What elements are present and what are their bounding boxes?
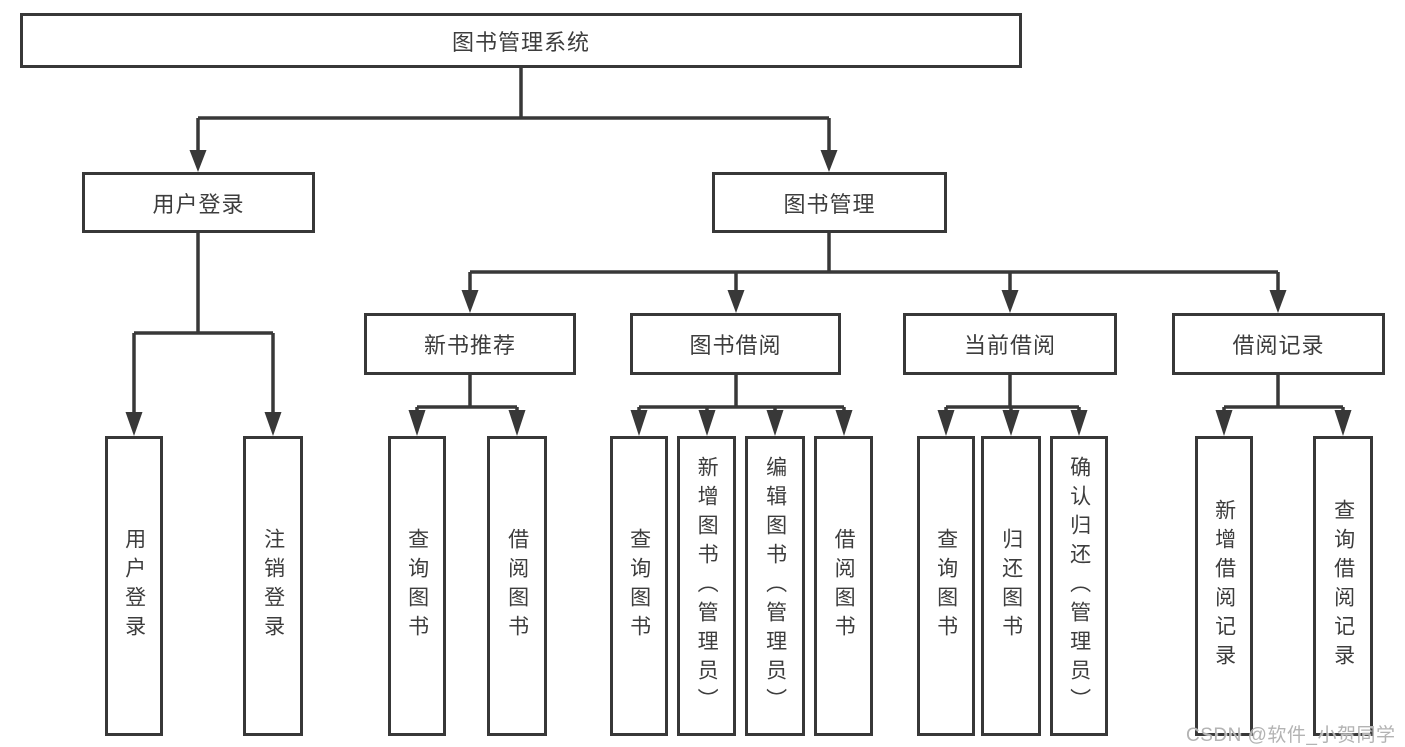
node-label: 新增借阅记录 [1212,499,1236,673]
node-label: 编辑图书（管理员） [763,455,787,717]
node-label: 归还图书 [999,528,1023,644]
node-label: 图书管理 [783,191,876,217]
watermark: CSDN @软件_小贺同学 [1186,725,1396,746]
node-label: 借阅记录 [1232,333,1325,358]
leaf-borrow-add-books-admin: 新增图书（管理员） [677,436,736,736]
node-label: 借阅图书 [505,528,529,644]
node-label: 新书推荐 [423,333,516,358]
node-label: 查询图书 [934,528,958,644]
node-book-borrowing: 图书借阅 [630,313,841,375]
node-label: 图书管理系统 [451,29,590,55]
leaf-current-query-books: 查询图书 [917,436,975,736]
node-current-borrowing: 当前借阅 [903,313,1117,375]
leaf-newrec-query-books: 查询图书 [388,436,446,736]
leaf-borrow-query-books: 查询图书 [610,436,668,736]
leaf-logout: 注销登录 [243,436,303,736]
leaf-current-return-books: 归还图书 [981,436,1041,736]
node-label: 确认归还（管理员） [1067,455,1091,717]
node-label: 图书借阅 [689,333,782,358]
node-label: 新增图书（管理员） [695,455,719,717]
node-label: 查询借阅记录 [1331,499,1355,673]
node-library-management-system: 图书管理系统 [20,13,1022,68]
leaf-current-confirm-return-admin: 确认归还（管理员） [1050,436,1108,736]
leaf-records-query-borrow-record: 查询借阅记录 [1313,436,1373,736]
node-borrowing-records: 借阅记录 [1172,313,1385,375]
node-user-login: 用户登录 [82,172,315,233]
leaf-newrec-borrow-books: 借阅图书 [487,436,547,736]
leaf-borrow-edit-books-admin: 编辑图书（管理员） [745,436,805,736]
node-label: 查询图书 [627,528,651,644]
node-new-book-recommendation: 新书推荐 [364,313,576,375]
leaf-records-add-borrow-record: 新增借阅记录 [1195,436,1253,736]
node-book-management: 图书管理 [712,172,947,233]
node-label: 当前借阅 [963,333,1056,358]
node-label: 用户登录 [152,191,245,217]
node-label: 借阅图书 [832,528,856,644]
leaf-user-login: 用户登录 [105,436,163,736]
leaf-borrow-borrow-books: 借阅图书 [814,436,873,736]
node-label: 注销登录 [261,528,285,644]
node-label: 用户登录 [122,528,146,644]
node-label: 查询图书 [405,528,429,644]
